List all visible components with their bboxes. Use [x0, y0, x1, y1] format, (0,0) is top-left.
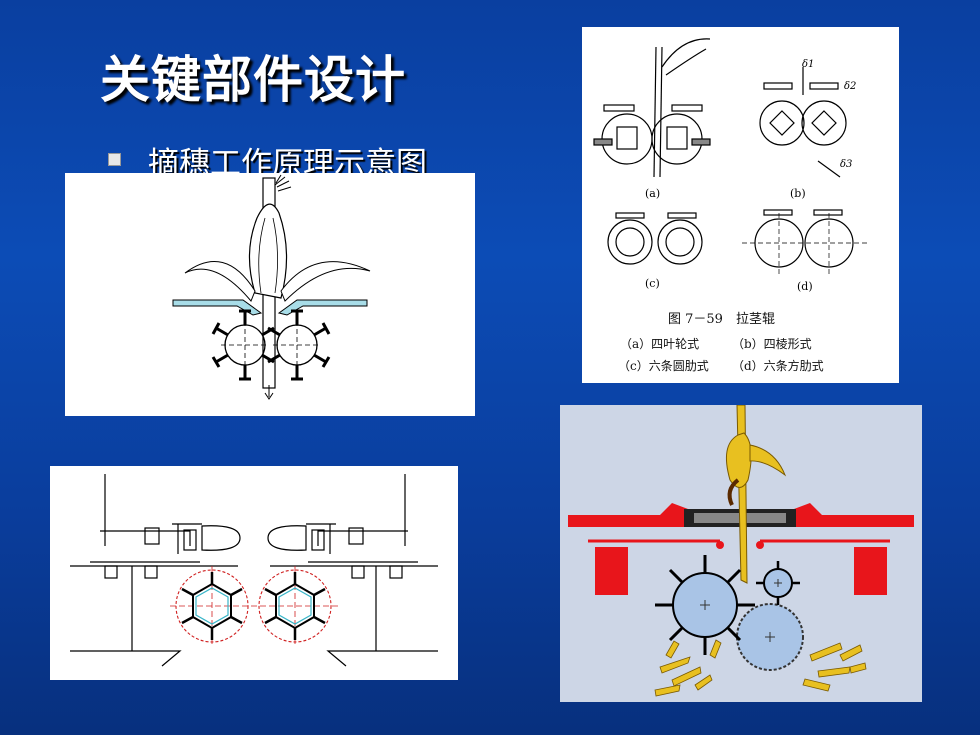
delta-1-label: δ1 [802, 59, 814, 70]
sub-label-d: (d) [797, 280, 813, 293]
figure-caption: 图 7－59 拉茎辊 [668, 312, 775, 327]
delta-2-label: δ2 [844, 81, 856, 92]
picking-principle-diagram [65, 173, 475, 416]
picking-unit-assembly-drawing [50, 466, 458, 680]
delta-3-label: δ3 [840, 159, 852, 170]
bullet-square-icon [108, 153, 121, 166]
legend-d: （d）六条方肋式 [732, 359, 824, 373]
sub-label-a: (a) [645, 187, 660, 200]
legend-c: （c）六条圆肋式 [618, 359, 709, 373]
legend-a: （a）四叶轮式 [620, 337, 700, 351]
slide-title: 关键部件设计 [100, 51, 406, 109]
picking-process-illustration [560, 405, 922, 702]
stalk-roller-types-figure: δ1 δ2 δ3 (a) (b) (c) (d) 图 7－59 拉茎辊 （a）四… [582, 27, 899, 383]
sub-label-b: (b) [790, 187, 806, 200]
legend-b: （b）四棱形式 [732, 337, 812, 351]
sub-label-c: (c) [645, 277, 660, 290]
